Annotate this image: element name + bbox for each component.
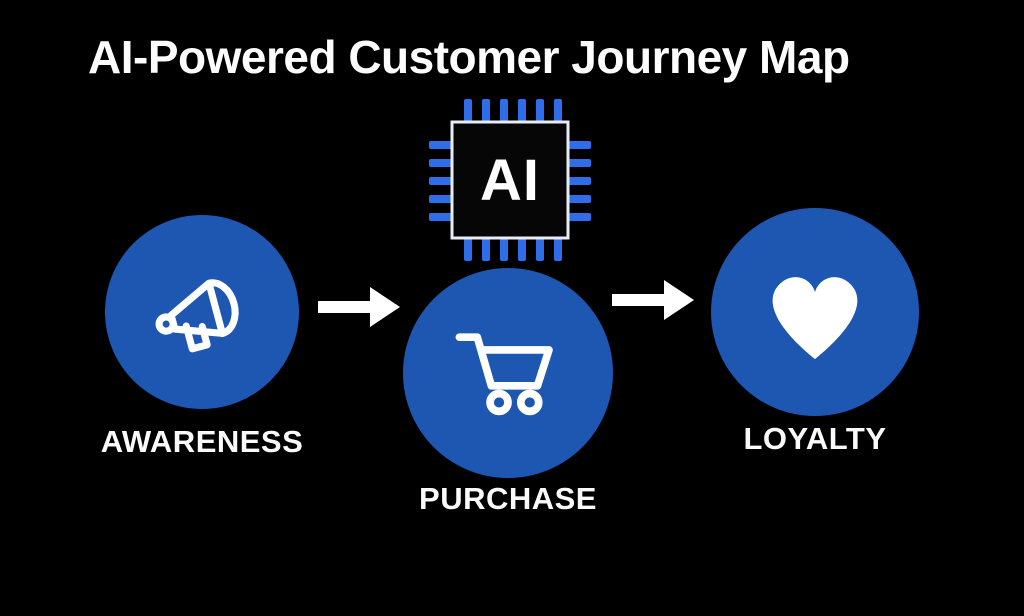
heart-icon (772, 277, 858, 360)
arrow-right-icon (612, 280, 694, 320)
loyalty-label: LOYALTY (743, 421, 887, 456)
loyalty-circle (711, 208, 919, 416)
ai-chip-icon (429, 99, 591, 261)
page-title: AI-Powered Customer Journey Map (88, 31, 850, 83)
arrow-right-icon (318, 287, 400, 327)
awareness-label: AWARENESS (100, 424, 304, 459)
shopping-cart-icon (455, 333, 553, 416)
purchase-label: PURCHASE (419, 481, 597, 516)
purchase-circle (403, 268, 613, 478)
megaphone-icon (155, 279, 239, 353)
ai-chip-label: AI (480, 147, 540, 213)
ai-chip: AI (425, 95, 595, 265)
awareness-circle (105, 215, 299, 409)
